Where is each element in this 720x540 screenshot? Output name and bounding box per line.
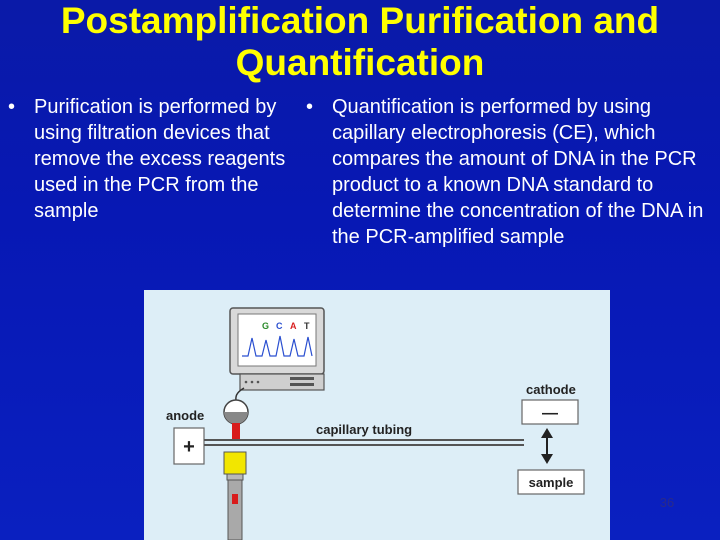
- slide-number: 36: [659, 495, 675, 510]
- ce-diagram-svg: G C A T anode + capillary tubing: [166, 307, 585, 540]
- monitor-letter-c: C: [276, 321, 283, 331]
- monitor-letter-g: G: [262, 321, 269, 331]
- vial-red-marker: [232, 494, 238, 504]
- right-bullet-column: • Quantification is performed by using c…: [306, 94, 720, 250]
- cathode-label: cathode: [526, 382, 576, 397]
- monitor-letter-a: A: [290, 321, 297, 331]
- bullet-marker: •: [306, 96, 314, 118]
- monitor: G C A T: [229, 307, 325, 391]
- anode-label: anode: [166, 408, 204, 423]
- sample-label: sample: [529, 475, 574, 490]
- bullet-item-quantification: • Quantification is performed by using c…: [306, 94, 720, 250]
- cathode-box: [521, 399, 579, 425]
- arrow-down-head: [541, 454, 553, 464]
- bullet-text-quantification: Quantification is performed by using cap…: [332, 96, 704, 248]
- bullet-item-purification: • Purification is performed by using fil…: [8, 94, 304, 224]
- detector: [223, 399, 249, 441]
- slide-title: Postamplification Purification and Quant…: [0, 0, 720, 84]
- title-line-2: Quantification: [235, 42, 485, 83]
- base-slot: [290, 383, 314, 386]
- capillary-electrophoresis-diagram: G C A T anode + capillary tubing: [144, 290, 610, 540]
- minus-sign: —: [542, 405, 558, 422]
- capillary-tubing-label: capillary tubing: [316, 422, 412, 437]
- base-led: [256, 380, 260, 384]
- vial-neck: [226, 473, 244, 481]
- detector-red-marker: [232, 423, 240, 441]
- yellow-block: [223, 451, 247, 475]
- double-arrow-icon: [541, 428, 553, 464]
- electropherogram-trace: [242, 335, 313, 357]
- base-slot: [290, 377, 314, 380]
- bullet-marker: •: [8, 96, 16, 118]
- sample-box: [517, 469, 585, 495]
- monitor-letter-t: T: [304, 321, 310, 331]
- title-line-1: Postamplification Purification and: [60, 0, 660, 41]
- base-led: [244, 380, 248, 384]
- base-led: [250, 380, 254, 384]
- vial-body: [227, 479, 243, 540]
- anode-box: [173, 427, 205, 465]
- detector-shade: [224, 412, 248, 424]
- left-bullet-column: • Purification is performed by using fil…: [8, 94, 304, 224]
- bullet-text-purification: Purification is performed by using filtr…: [34, 96, 286, 222]
- plus-sign: +: [183, 436, 195, 458]
- arrow-up-head: [541, 428, 553, 438]
